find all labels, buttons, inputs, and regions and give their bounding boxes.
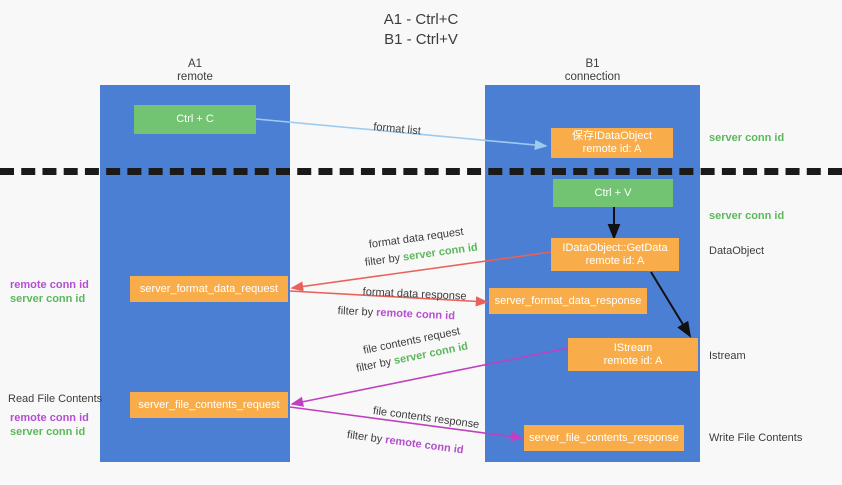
edge-label-file-contents-response-text: file contents response bbox=[372, 404, 480, 432]
phase-divider bbox=[0, 168, 842, 175]
lane-b1-subtitle: connection bbox=[564, 71, 621, 83]
box-server-format-data-response-label: server_format_data_response bbox=[494, 294, 642, 307]
box-istream-line2: remote id: A bbox=[603, 354, 663, 367]
box-server-format-data-request-label: server_format_data_request bbox=[139, 282, 279, 295]
box-getdata-line1: IDataObject::GetData bbox=[562, 241, 668, 254]
box-save-idataobject-line1: 保存IDataObject bbox=[571, 130, 653, 142]
annotation-left-server-conn-id-2: server conn id bbox=[10, 426, 86, 438]
filter-prefix: filter by bbox=[364, 251, 404, 269]
filter-prefix: filter by bbox=[337, 304, 377, 319]
box-server-format-data-response[interactable]: server_format_data_response bbox=[489, 288, 647, 314]
box-server-file-contents-request[interactable]: server_file_contents_request bbox=[130, 392, 288, 418]
box-ctrl-v[interactable]: Ctrl + V bbox=[553, 179, 673, 207]
lane-a1-subtitle: remote bbox=[177, 71, 213, 83]
box-save-idataobject[interactable]: 保存IDataObject remote id: A bbox=[551, 128, 673, 158]
annotation-left-remote-conn-id-1: remote conn id bbox=[10, 279, 89, 291]
edge-label-format-data-response: format data response bbox=[362, 285, 467, 305]
box-server-file-contents-request-label: server_file_contents_request bbox=[138, 398, 280, 411]
box-istream[interactable]: IStream remote id: A bbox=[568, 338, 698, 371]
lane-b1-name: B1 bbox=[585, 58, 600, 70]
page-title: A1 - Ctrl+C B1 - Ctrl+V bbox=[0, 10, 842, 50]
filter-prefix: filter by bbox=[346, 428, 387, 446]
filter-key-remote-conn-id: remote conn id bbox=[384, 434, 465, 457]
lane-header-b1: B1 connection bbox=[485, 58, 700, 84]
annotation-left-server-conn-id-1: server conn id bbox=[10, 293, 86, 305]
box-ctrl-c[interactable]: Ctrl + C bbox=[134, 105, 256, 134]
title-line-2: B1 - Ctrl+V bbox=[384, 31, 458, 48]
title-line-1: A1 - Ctrl+C bbox=[383, 11, 459, 28]
edge-label-format-list: format list bbox=[373, 120, 422, 139]
box-save-idataobject-line2: remote id: A bbox=[582, 143, 642, 155]
lane-header-a1: A1 remote bbox=[100, 58, 290, 84]
annotation-write-file-contents: Write File Contents bbox=[709, 432, 803, 444]
box-server-file-contents-response-label: server_file_contents_response bbox=[529, 431, 679, 444]
box-ctrl-c-label: Ctrl + C bbox=[176, 113, 214, 125]
annotation-server-conn-id-2: server conn id bbox=[709, 210, 785, 222]
edge-label-format-list-text: format list bbox=[372, 120, 422, 138]
lane-a1-name: A1 bbox=[187, 58, 203, 70]
box-idataobject-getdata[interactable]: IDataObject::GetData remote id: A bbox=[551, 238, 679, 271]
annotation-read-file-contents: Read File Contents bbox=[8, 393, 103, 405]
annotation-dataobject: DataObject bbox=[709, 245, 765, 257]
annotation-left-remote-conn-id-2: remote conn id bbox=[10, 412, 89, 424]
annotation-server-conn-id-1: server conn id bbox=[709, 132, 785, 144]
box-server-file-contents-response[interactable]: server_file_contents_response bbox=[524, 425, 684, 451]
box-getdata-line2: remote id: A bbox=[585, 254, 645, 267]
box-istream-line1: IStream bbox=[613, 341, 653, 354]
filter-prefix: filter by bbox=[355, 355, 396, 375]
edge-label-format-data-response-text: format data response bbox=[362, 285, 467, 303]
filter-key-remote-conn-id: remote conn id bbox=[375, 306, 456, 323]
edge-label-format-data-response-filter: filter by remote conn id bbox=[337, 304, 455, 324]
box-server-format-data-request[interactable]: server_format_data_request bbox=[130, 276, 288, 302]
edge-label-file-contents-response: file contents response bbox=[372, 404, 480, 433]
box-ctrl-v-label: Ctrl + V bbox=[594, 186, 632, 199]
annotation-istream: Istream bbox=[709, 350, 746, 362]
edge-label-file-contents-response-filter: filter by remote conn id bbox=[346, 428, 464, 458]
